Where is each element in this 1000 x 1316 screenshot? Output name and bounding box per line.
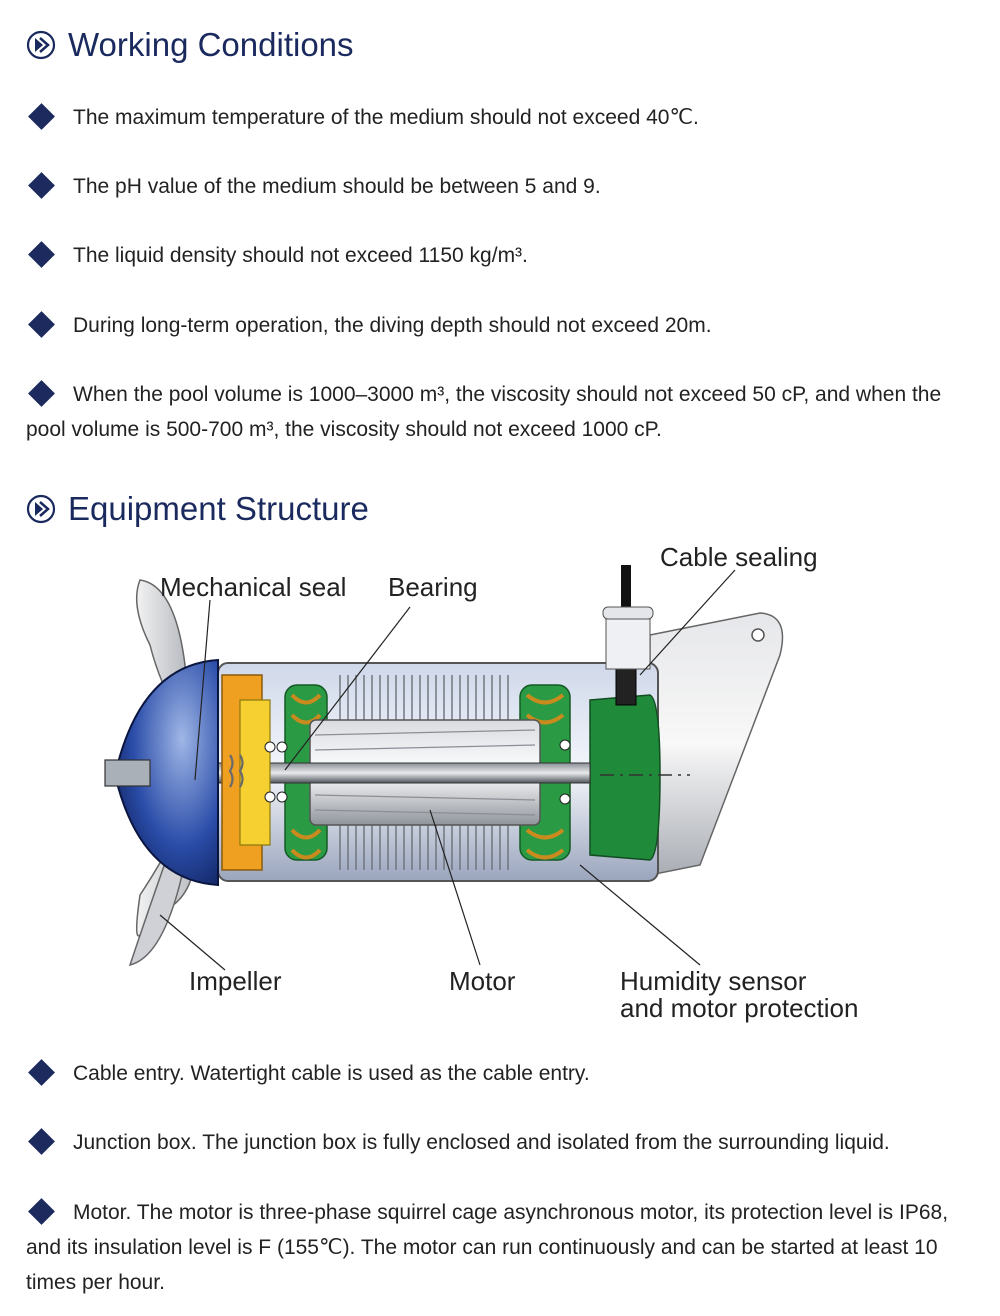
diamond-bullet-icon [28,172,55,199]
list-item: During long-term operation, the diving d… [26,308,976,343]
mixer-illustration [104,565,784,971]
label-impeller: Impeller [189,966,282,996]
diamond-bullet-icon [28,241,55,268]
list-item: Motor. The motor is three-phase squirrel… [26,1195,976,1300]
list-item: Cable entry. Watertight cable is used as… [26,1056,976,1091]
equipment-structure-heading: Equipment Structure [26,490,369,528]
label-humidity-sensor: Humidity sensor [620,966,807,996]
section-title: Working Conditions [68,26,354,63]
label-mechanical-seal: Mechanical seal [160,572,347,602]
circle-arrow-icon [26,494,56,524]
section-title: Equipment Structure [68,490,369,527]
mixer-cutaway-diagram: Mechanical seal Bearing Cable sealing Im… [0,535,1000,1035]
label-cable-sealing: Cable sealing [660,542,818,572]
label-bearing: Bearing [388,572,478,602]
circle-arrow-icon [26,30,56,60]
diamond-bullet-icon [28,311,55,338]
diamond-bullet-icon [28,1198,55,1225]
diamond-bullet-icon [28,1128,55,1155]
list-item: Junction box. The junction box is fully … [26,1125,976,1160]
label-motor-protection: and motor protection [620,993,859,1023]
diamond-bullet-icon [28,103,55,130]
list-item: The liquid density should not exceed 115… [26,238,976,273]
list-item: The maximum temperature of the medium sh… [26,100,976,135]
list-item: The pH value of the medium should be bet… [26,169,976,204]
diamond-bullet-icon [28,1059,55,1086]
diamond-bullet-icon [28,380,55,407]
label-motor: Motor [449,966,516,996]
list-item: When the pool volume is 1000–3000 m³, th… [26,377,976,447]
working-conditions-heading: Working Conditions [26,26,354,64]
